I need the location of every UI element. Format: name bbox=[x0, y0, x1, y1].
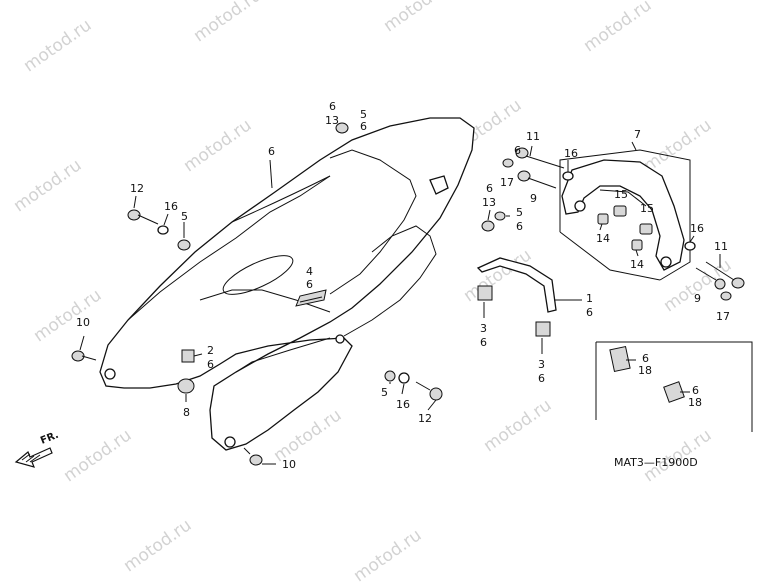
leader-lines bbox=[79, 141, 721, 465]
grab-rail[interactable] bbox=[561, 159, 685, 271]
callout: 7 bbox=[634, 128, 641, 141]
callout: 15 bbox=[614, 188, 628, 201]
callout: 3 bbox=[538, 358, 545, 371]
collar-14[interactable] bbox=[597, 213, 643, 251]
callout: 16 bbox=[690, 222, 704, 235]
callout: 10 bbox=[76, 316, 90, 329]
cushion-3-upper[interactable] bbox=[477, 285, 493, 301]
callout: 6 bbox=[514, 144, 521, 157]
callout: 6 bbox=[586, 306, 593, 319]
callout: 16 bbox=[564, 147, 578, 160]
washer-16-left[interactable] bbox=[157, 225, 169, 235]
inset-frame bbox=[595, 341, 753, 432]
callout: 6 bbox=[207, 358, 214, 371]
nut-5-left[interactable] bbox=[177, 239, 191, 251]
callout: 6 bbox=[642, 352, 649, 365]
emblem-part[interactable] bbox=[295, 289, 327, 307]
callout: 2 bbox=[207, 344, 214, 357]
washer-16-upper[interactable] bbox=[562, 171, 574, 181]
callout: 6 bbox=[516, 220, 523, 233]
callout: 9 bbox=[530, 192, 537, 205]
cushion-18-lower[interactable] bbox=[663, 381, 685, 403]
callout: 13 bbox=[482, 196, 496, 209]
callout: 1 bbox=[586, 292, 593, 305]
callout: 4 bbox=[306, 265, 313, 278]
callout: 6 bbox=[306, 278, 313, 291]
callout: 11 bbox=[526, 130, 540, 143]
grommet-part[interactable] bbox=[181, 349, 195, 363]
callout: 11 bbox=[714, 240, 728, 253]
seat-cowl[interactable] bbox=[99, 117, 475, 451]
bolt-12-bottom[interactable] bbox=[415, 381, 443, 401]
diagram-code: MAT3—F1900D bbox=[614, 456, 698, 469]
callout: 3 bbox=[480, 322, 487, 335]
callout: 15 bbox=[640, 202, 654, 215]
bolt-12-left[interactable] bbox=[127, 209, 159, 225]
callout: 9 bbox=[694, 292, 701, 305]
callout: 6 bbox=[538, 372, 545, 385]
callout: 6 bbox=[360, 120, 367, 133]
front-arrow-icon: FR. bbox=[14, 430, 60, 468]
nut-13-mid[interactable] bbox=[481, 220, 495, 232]
bolt-10-bottom[interactable] bbox=[243, 447, 263, 466]
callout: 17 bbox=[716, 310, 730, 323]
bolt-11-lower[interactable] bbox=[705, 261, 745, 289]
callout: 6 bbox=[329, 100, 336, 113]
bolt-9-lower[interactable] bbox=[695, 267, 726, 290]
callout: 18 bbox=[638, 364, 652, 377]
callout: 8 bbox=[183, 406, 190, 419]
nut-5-bottom[interactable] bbox=[384, 370, 396, 382]
washer-17-lower[interactable] bbox=[720, 291, 732, 301]
callout: 14 bbox=[630, 258, 644, 271]
washer-16-right[interactable] bbox=[684, 241, 696, 251]
callout: 6 bbox=[692, 384, 699, 397]
callout: 6 bbox=[486, 182, 493, 195]
callout: 5 bbox=[381, 386, 388, 399]
callout: 6 bbox=[268, 145, 275, 158]
callout: 5 bbox=[516, 206, 523, 219]
rubber-strip[interactable] bbox=[476, 257, 557, 313]
front-arrow-label: FR. bbox=[39, 430, 60, 447]
callout: 14 bbox=[596, 232, 610, 245]
nut-5-mid[interactable] bbox=[494, 211, 506, 221]
callout: 17 bbox=[500, 176, 514, 189]
callout: 6 bbox=[480, 336, 487, 349]
nut-13-top[interactable] bbox=[335, 122, 349, 134]
callout: 12 bbox=[418, 412, 432, 425]
bolt-10-left[interactable] bbox=[71, 350, 97, 362]
bolt-11-upper[interactable] bbox=[515, 147, 565, 169]
bushing-15[interactable] bbox=[613, 205, 653, 235]
callout: 5 bbox=[181, 210, 188, 223]
cushion-3-lower[interactable] bbox=[535, 321, 551, 337]
callout: 16 bbox=[164, 200, 178, 213]
washer-16-bottom[interactable] bbox=[398, 372, 410, 384]
callout: 5 bbox=[360, 108, 367, 121]
rubber-cushion[interactable] bbox=[177, 378, 195, 394]
callout: 18 bbox=[688, 396, 702, 409]
callout: 16 bbox=[396, 398, 410, 411]
callout: 13 bbox=[325, 114, 339, 127]
washer-17-upper[interactable] bbox=[502, 158, 514, 168]
callout: 12 bbox=[130, 182, 144, 195]
callout: 10 bbox=[282, 458, 296, 471]
bolt-9-upper[interactable] bbox=[517, 170, 557, 189]
cushion-18-upper[interactable] bbox=[609, 345, 631, 373]
callout-labels: 6 13 5 6 6 12 16 5 4 6 10 2 6 8 5 16 12 … bbox=[76, 100, 730, 471]
